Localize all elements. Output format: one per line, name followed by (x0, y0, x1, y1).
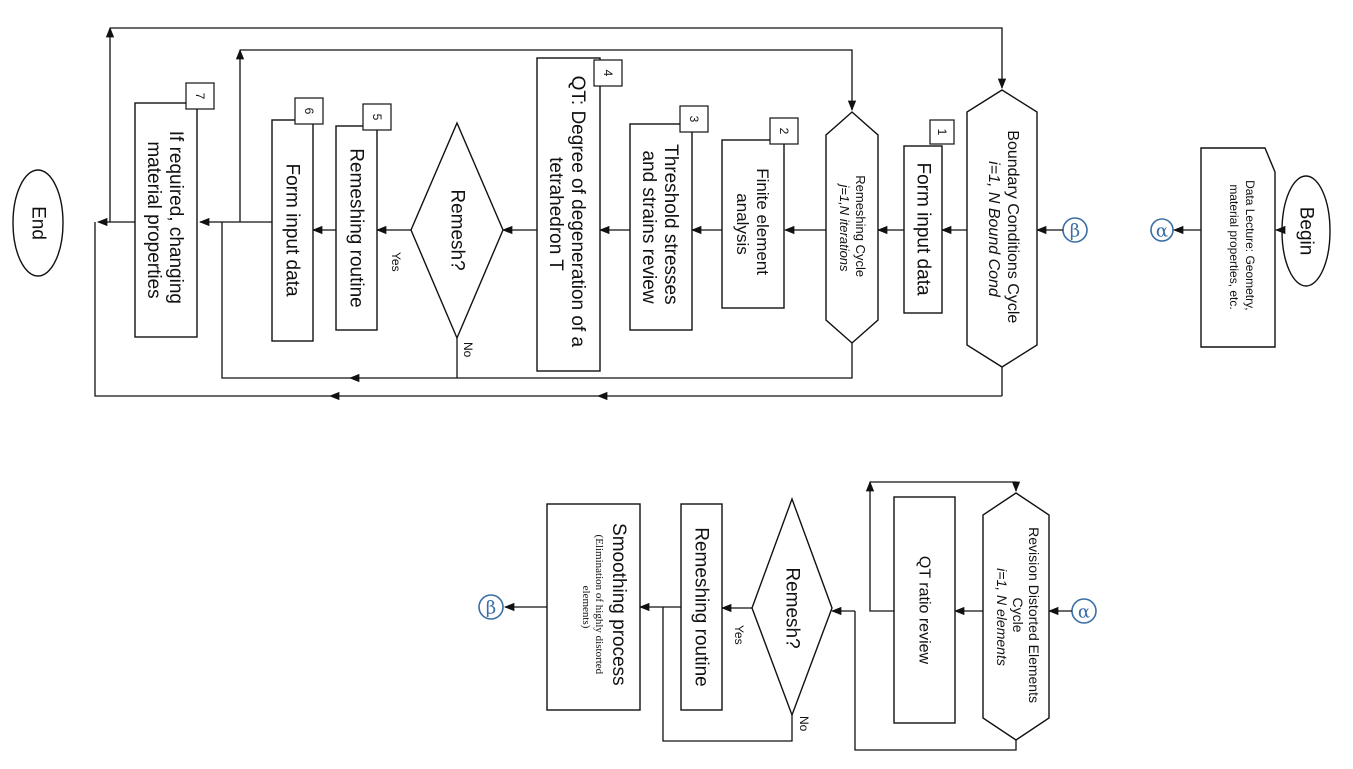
step6-number: 6 (302, 108, 316, 115)
step1-number: 1 (935, 129, 949, 136)
alpha-symbol-bottom: α (1078, 602, 1090, 623)
qt-ratio-review-box (893, 496, 956, 724)
alpha-symbol-top: α (1156, 221, 1168, 242)
revision-cycle-label: Revision Distorted Elements Cycle i=1, N… (994, 527, 1042, 707)
qt-ratio-review-label: QT ratio review (916, 556, 933, 665)
step5-remeshing-box (335, 125, 378, 331)
remesh-decision-label-top: Remesh? (447, 189, 468, 270)
step7-label: If required, changing material propertie… (143, 131, 186, 310)
begin-label: Begin (1296, 207, 1317, 256)
remeshing-routine-label: Remeshing routine (691, 527, 712, 686)
decision-yes-label-top: Yes (389, 252, 403, 272)
end-label: End (28, 206, 49, 240)
step7-number-box (185, 82, 215, 110)
step4-degeneration-box (536, 57, 601, 372)
end-terminal (12, 169, 64, 277)
decision-no-label-top: No (461, 342, 475, 358)
step4-number: 4 (601, 70, 615, 77)
step3-threshold-box (629, 123, 693, 331)
step3-number-box (679, 105, 709, 133)
step6-label: Form input data (282, 163, 303, 296)
step4-number-box (593, 59, 623, 87)
step5-label: Remeshing routine (346, 148, 367, 307)
step6-number-box (294, 97, 324, 125)
step5-number-box (362, 103, 392, 131)
smoothing-process-box (546, 503, 641, 711)
step2-number: 2 (777, 128, 791, 135)
decision-yes-label-bottom: Yes (732, 625, 746, 645)
beta-symbol-top: β (1070, 221, 1080, 242)
data-lecture-box (1200, 147, 1276, 348)
remesh-decision-label-bottom: Remesh? (782, 567, 803, 648)
boundary-cycle-label: Boundary Conditions Cycle i=1, N Bound C… (985, 130, 1021, 327)
step5-number: 5 (370, 114, 384, 121)
remeshing-cycle-label: Remeshing Cycle j=1,N iterations (837, 175, 868, 281)
step7-number: 7 (193, 93, 207, 100)
step2-fea-box (721, 139, 785, 309)
step6-form-input-box (271, 119, 314, 342)
step1-label: Form input data (913, 162, 934, 295)
step3-number: 3 (687, 116, 701, 123)
step3-label: Threshold stresses and strains review (638, 144, 681, 310)
smoothing-process-label: Smoothing process (Elimination of highly… (580, 523, 629, 691)
data-lecture-label: Data Lecture: Geometry, material propert… (1227, 180, 1257, 314)
beta-connector-bottom (478, 594, 504, 620)
step4-label: QT: Degree of degeneration of a tetrahed… (545, 76, 588, 353)
decision-no-label-bottom: No (797, 716, 811, 732)
step1-number-box (929, 119, 955, 145)
step2-number-box (769, 117, 799, 145)
step2-label: Finite element analysis (733, 168, 772, 280)
step1-form-input-box (903, 145, 943, 314)
step7-material-box (134, 102, 198, 338)
beta-symbol-bottom: β (486, 598, 496, 619)
